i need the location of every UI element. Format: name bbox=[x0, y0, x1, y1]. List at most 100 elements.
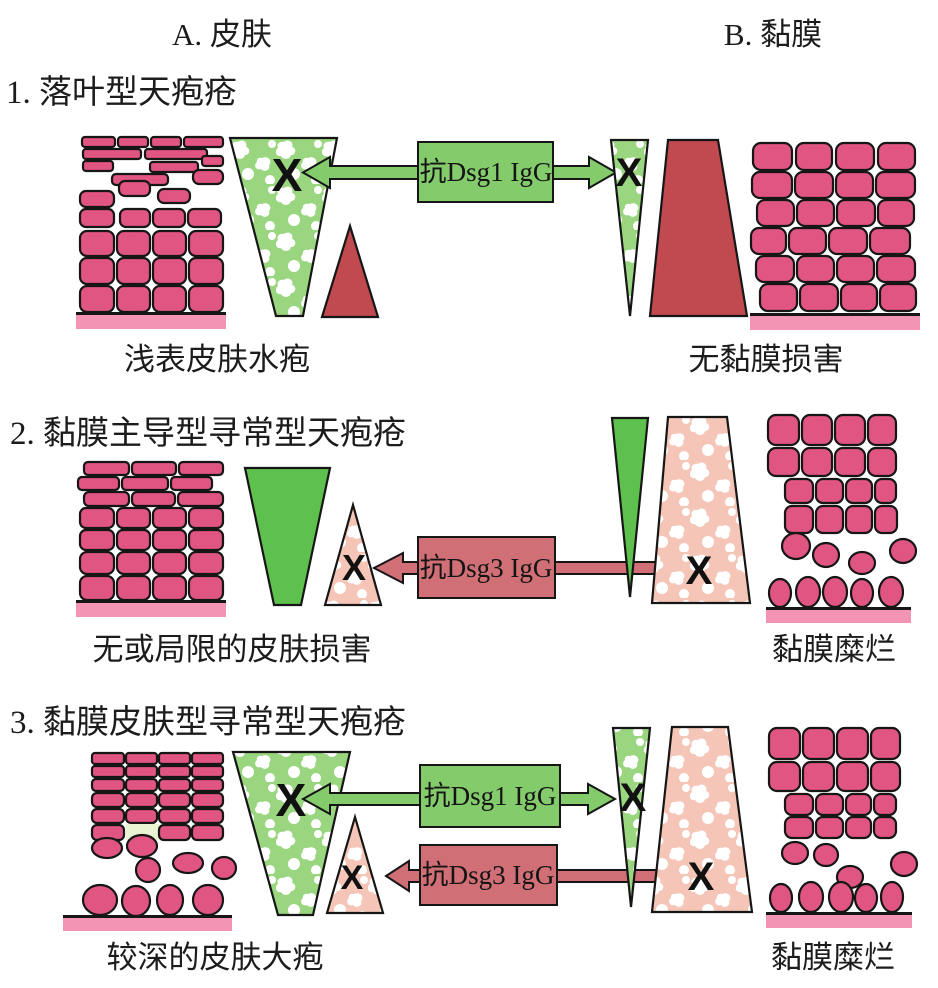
skin-stack-deep-blister bbox=[63, 751, 238, 931]
anti-dsg1-box-1 bbox=[417, 141, 554, 203]
cell bbox=[157, 791, 192, 809]
cell bbox=[869, 760, 902, 793]
cell bbox=[187, 550, 225, 576]
cell bbox=[844, 815, 873, 840]
dsg3-triangle-skin-3 bbox=[325, 813, 385, 915]
cell bbox=[767, 726, 802, 761]
x-marker: X bbox=[341, 859, 364, 897]
cell bbox=[875, 254, 917, 284]
dsg1-funnel-skin-1 bbox=[228, 136, 339, 318]
cell bbox=[835, 760, 870, 793]
basement-membrane-line bbox=[766, 607, 911, 610]
x-marker: X bbox=[272, 149, 303, 201]
cell bbox=[151, 229, 188, 258]
dsg3-triangle-skin-1 bbox=[320, 222, 380, 319]
detached-cell bbox=[812, 842, 840, 868]
section-1-mucosa-caption: 无黏膜损害 bbox=[689, 342, 844, 377]
basement-membrane bbox=[63, 918, 232, 931]
x-marker: X bbox=[342, 547, 366, 588]
section-3-skin-caption: 较深的皮肤大疱 bbox=[107, 940, 324, 975]
cell bbox=[157, 807, 192, 825]
cell bbox=[866, 446, 898, 478]
cell bbox=[814, 792, 845, 817]
cell bbox=[82, 460, 131, 477]
detached-cell bbox=[889, 850, 919, 878]
cell bbox=[124, 764, 159, 779]
cell bbox=[190, 777, 225, 793]
cell bbox=[151, 528, 188, 552]
dsg3-trapezoid-mucosa-2 bbox=[650, 415, 752, 605]
x-marker: X bbox=[688, 855, 715, 899]
cell bbox=[874, 170, 917, 200]
cell bbox=[873, 504, 899, 535]
header-skin: A. 皮肤 bbox=[172, 17, 272, 52]
cell bbox=[876, 141, 917, 172]
anti-dsg1-arrow-right-1 bbox=[552, 155, 619, 190]
cell bbox=[115, 506, 152, 530]
cell bbox=[187, 284, 225, 314]
cell bbox=[169, 475, 214, 492]
dsg1-triangle-mucosa-3 bbox=[611, 726, 652, 908]
anti-dsg3-arrow-left-3 bbox=[384, 859, 421, 893]
cell bbox=[80, 135, 117, 149]
cell bbox=[116, 135, 150, 149]
cell bbox=[124, 777, 159, 793]
cell bbox=[795, 198, 836, 228]
cell bbox=[844, 504, 874, 535]
section-1-skin-caption: 浅表皮肤水疱 bbox=[124, 342, 310, 377]
dsg1-triangle-mucosa-1 bbox=[609, 138, 650, 317]
cell bbox=[115, 229, 152, 258]
cell bbox=[787, 226, 828, 256]
cell bbox=[78, 229, 116, 258]
basement-membrane-line bbox=[76, 312, 226, 315]
anti-dsg1-label-3: 抗Dsg1 IgG bbox=[424, 781, 557, 811]
cell bbox=[115, 550, 152, 576]
cell bbox=[151, 506, 188, 530]
cell bbox=[835, 726, 870, 761]
cell bbox=[151, 207, 187, 229]
section-2-skin-caption: 无或局限的皮肤损害 bbox=[93, 632, 372, 667]
cell bbox=[115, 256, 152, 286]
cell bbox=[835, 254, 876, 284]
cell bbox=[827, 226, 869, 256]
cell bbox=[90, 791, 126, 809]
cell bbox=[130, 460, 178, 477]
cell bbox=[844, 792, 873, 817]
section-2-title: 2. 黏膜主导型寻常型天疱疮 bbox=[10, 415, 406, 452]
skin-stack-superficial-blister bbox=[76, 135, 226, 329]
basal-cell bbox=[853, 882, 879, 914]
cell bbox=[151, 256, 188, 286]
cell bbox=[872, 792, 898, 817]
cell bbox=[783, 504, 815, 535]
cell bbox=[130, 490, 177, 508]
anti-dsg1-arrow-left-1 bbox=[300, 155, 419, 190]
dsg1-funnel-skin-2 bbox=[243, 466, 332, 607]
x-marker: X bbox=[620, 776, 647, 820]
cell bbox=[814, 815, 845, 840]
detached-cell bbox=[811, 541, 841, 569]
x-marker: X bbox=[686, 549, 713, 593]
cell bbox=[157, 751, 192, 766]
cell bbox=[801, 726, 836, 761]
cell bbox=[833, 413, 867, 447]
cell bbox=[783, 815, 815, 840]
skin-stack-intact bbox=[76, 460, 226, 617]
anti-dsg3-label-2: 抗Dsg3 IgG bbox=[420, 553, 553, 583]
cell bbox=[90, 807, 126, 825]
basal-cell bbox=[794, 575, 822, 609]
cell bbox=[81, 147, 143, 161]
basement-membrane bbox=[76, 603, 226, 617]
anti-dsg3-box-3 bbox=[419, 844, 558, 906]
cell bbox=[869, 726, 902, 761]
cell bbox=[78, 506, 116, 530]
cell bbox=[187, 528, 225, 552]
mucosa-stack-intact bbox=[749, 141, 920, 330]
cell bbox=[124, 791, 159, 809]
cell bbox=[795, 254, 836, 284]
detached-cell bbox=[90, 836, 124, 860]
cell bbox=[783, 792, 815, 817]
cell bbox=[755, 198, 796, 228]
basal-cell bbox=[797, 880, 825, 914]
basal-cell bbox=[877, 575, 905, 609]
